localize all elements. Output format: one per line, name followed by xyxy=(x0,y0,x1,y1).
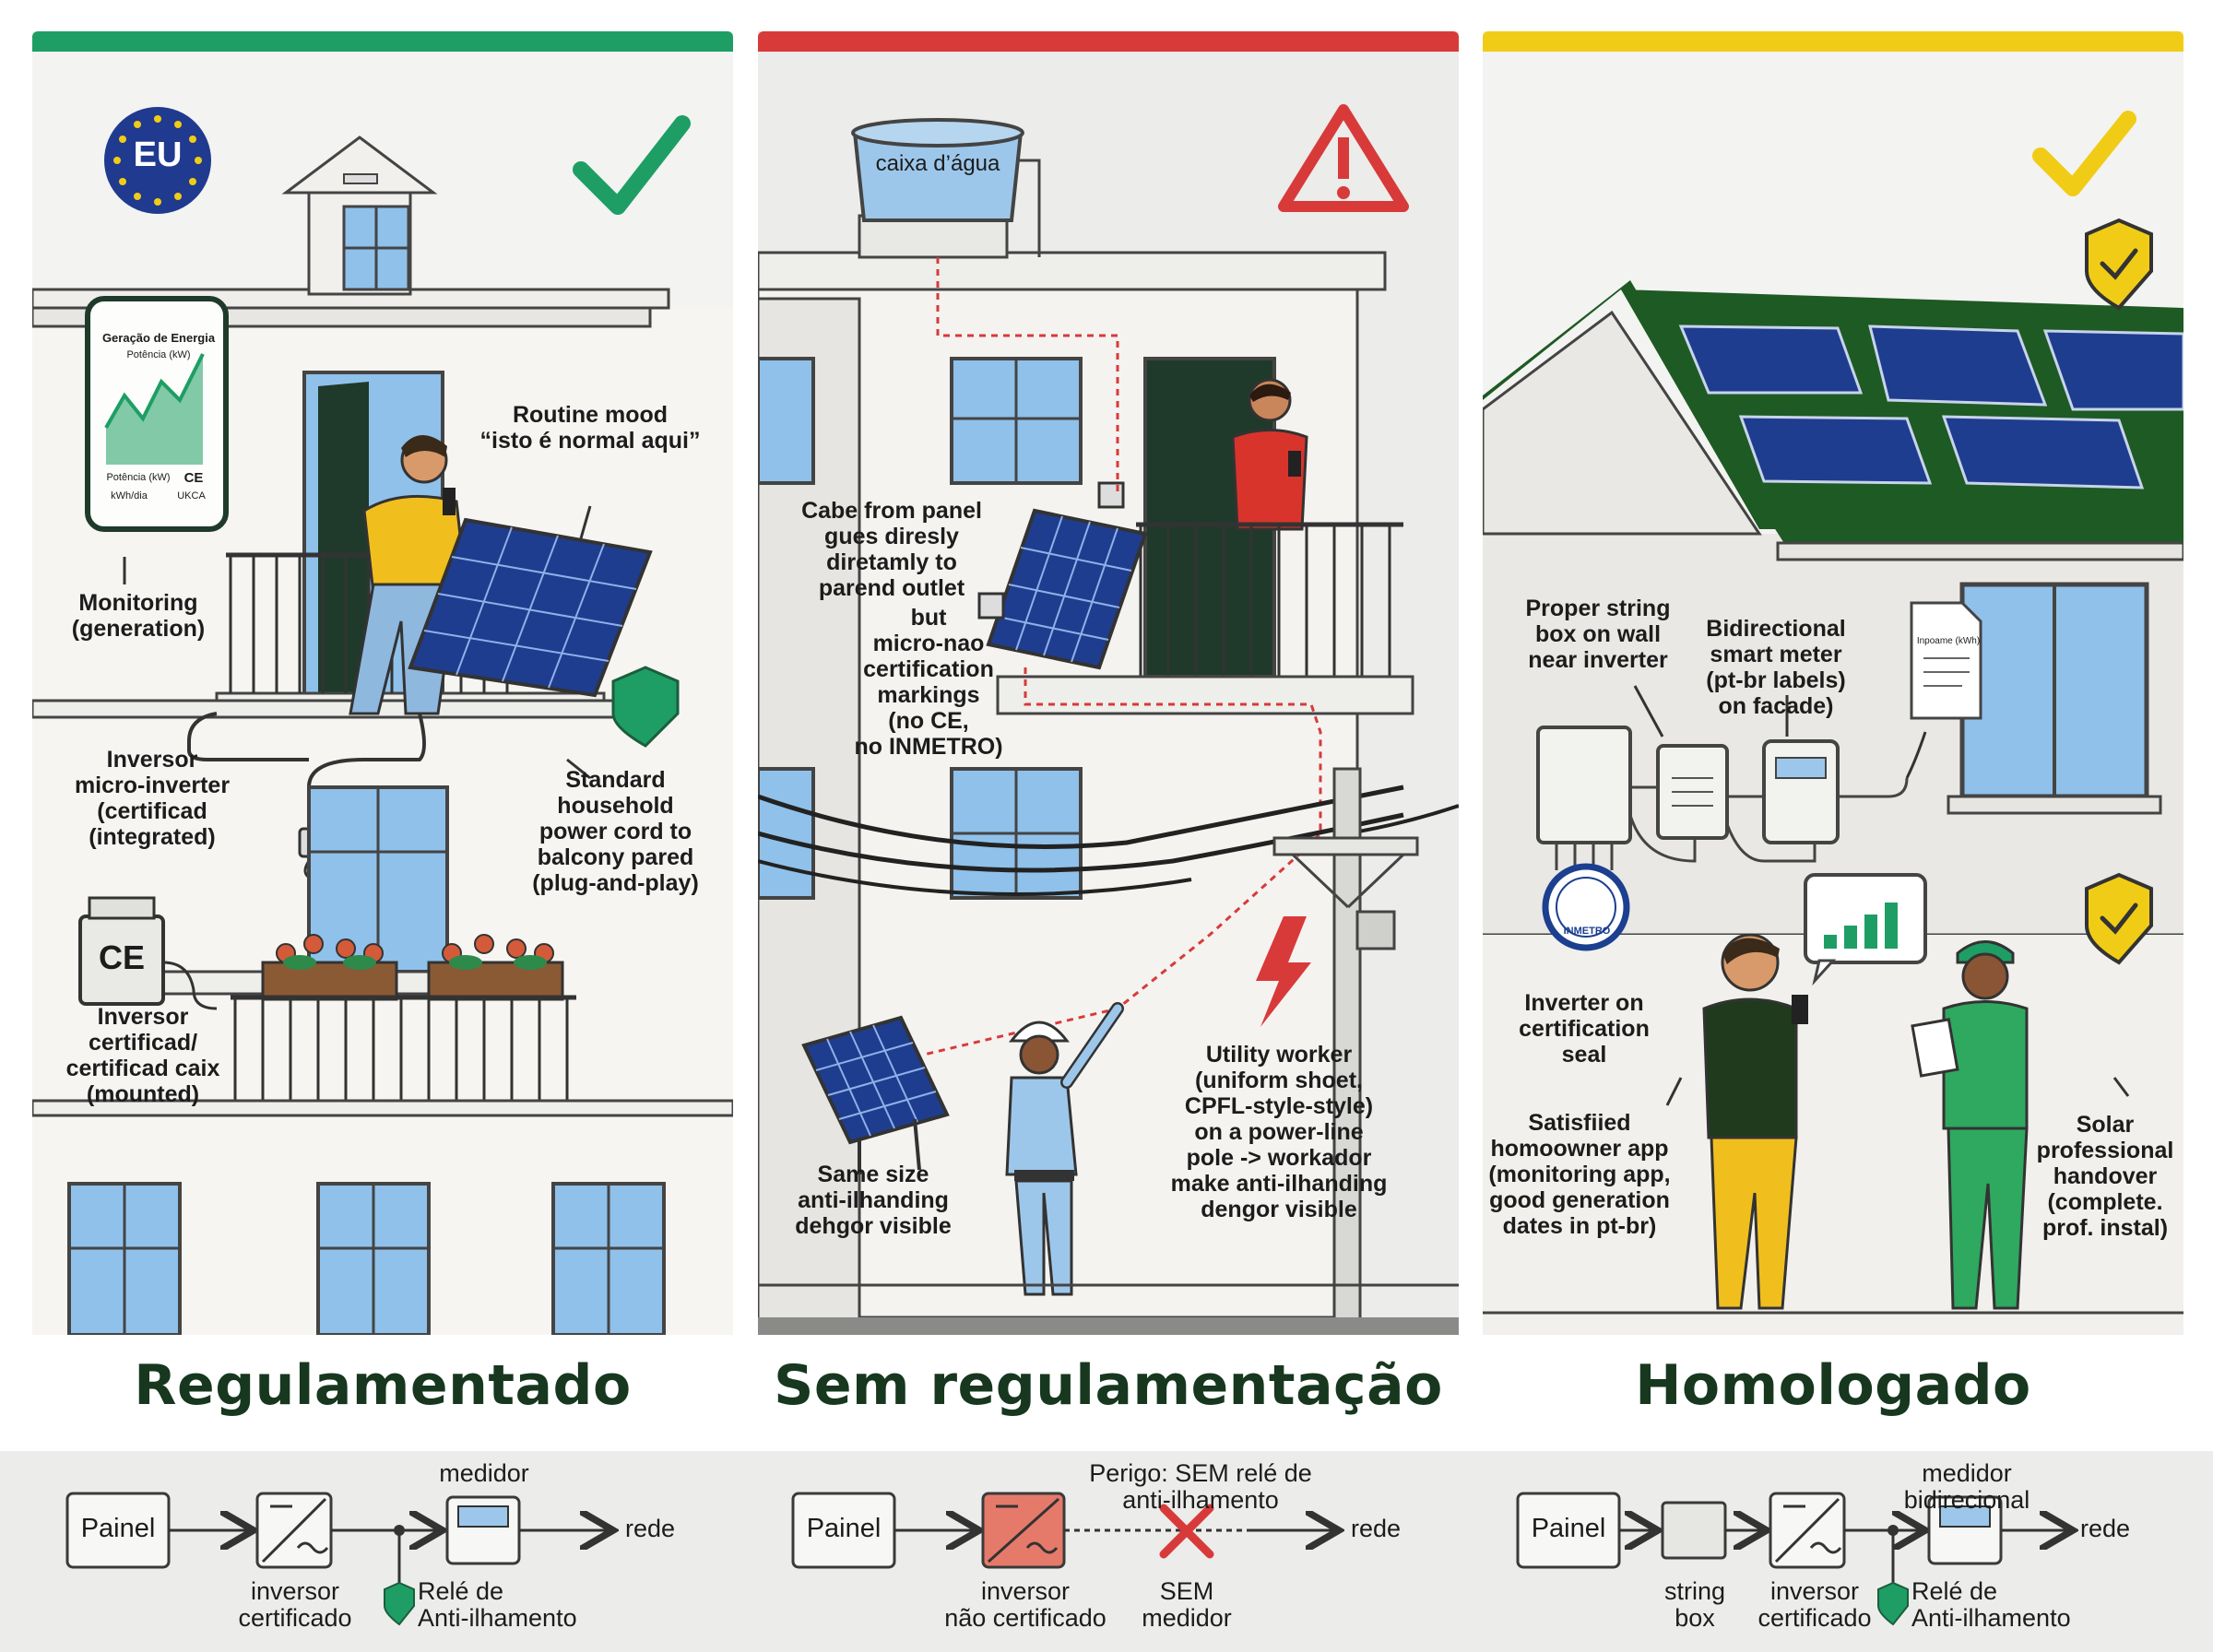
phone-subtitle: Potência (kW) xyxy=(126,349,191,360)
flow1-panel-box: Painel xyxy=(80,1514,156,1543)
phone-ukca-mark: UKCA xyxy=(177,490,206,502)
regulated-building-illustration xyxy=(32,107,733,1335)
title-regulated: Regulamentado xyxy=(134,1353,632,1418)
label-power-cord: Standard household power cord to balcony… xyxy=(532,767,699,896)
label-smart-meter: Bidirectional smart meter (pt-br labels)… xyxy=(1706,616,1846,719)
flow-regulated: Painel inversor certificado medidor rede… xyxy=(32,1451,733,1652)
flow3-meter-label: medidor bidirecional xyxy=(1903,1459,2030,1514)
ce-mark: CE xyxy=(98,938,145,976)
flow2-danger-label: Perigo: SEM relé de anti-ilhamento xyxy=(1089,1459,1312,1514)
label-same-size: Same size anti-ilhanding dehgor visible xyxy=(795,1162,952,1239)
panel-regulated: EU Geração de Energia Potência (kW) Potê… xyxy=(32,31,733,1335)
panel-status-bar-green xyxy=(32,31,733,52)
inmetro-seal-text: INMETRO xyxy=(1563,926,1611,937)
phone-line-1: Potência (kW) xyxy=(106,472,171,483)
flow-regulated-diagram xyxy=(65,1492,733,1626)
label-monitoring: Monitoring (generation) xyxy=(71,590,206,642)
flow1-grid-label: rede xyxy=(624,1515,676,1542)
warning-icon xyxy=(1278,104,1409,212)
doc-label: Inpoame (kWh) xyxy=(1916,636,1981,646)
label-inverter-mounted: Inversor certificad/ certificad caix (mo… xyxy=(65,1004,220,1107)
flow3-grid-label: rede xyxy=(2079,1515,2131,1542)
panel-status-bar-red xyxy=(758,31,1459,52)
flow1-relay-label: Relé de Anti-ilhamento xyxy=(418,1577,577,1632)
flow-unregulated-diagram xyxy=(791,1492,1459,1569)
label-cable-direct: Cabe from panel gues diresly diretamly t… xyxy=(801,498,982,601)
phone-ce-mark: CE xyxy=(183,470,204,486)
panel-status-bar-yellow xyxy=(1483,31,2183,52)
label-string-box: Proper string box on wall near inverter xyxy=(1525,596,1671,673)
eu-badge-text: EU xyxy=(133,136,183,174)
phone-title: Geração de Energia xyxy=(101,331,216,345)
label-professional: Solar professional handover (complete. p… xyxy=(2036,1112,2174,1241)
tank-label: caixa d’água xyxy=(875,151,1000,176)
flow3-panel-box: Painel xyxy=(1531,1514,1606,1543)
flow-homologated: Painel string box inversor certificado m… xyxy=(1483,1451,2183,1652)
label-utility-worker: Utility worker (uniform shoet, CPFL-styl… xyxy=(1170,1042,1388,1222)
title-unregulated: Sem regulamentação xyxy=(774,1353,1443,1418)
unregulated-building-illustration xyxy=(758,104,1459,1335)
check-icon-yellow xyxy=(2032,111,2136,196)
flow3-stringbox-label: string box xyxy=(1663,1577,1726,1632)
flow-unregulated: Painel inversor não certificado Perigo: … xyxy=(758,1451,1459,1652)
flow-homologated-diagram xyxy=(1516,1492,2183,1626)
phone-line-2: kWh/dia xyxy=(111,490,148,502)
check-icon xyxy=(573,115,691,215)
flow2-inverter-label: inversor não certificado xyxy=(944,1577,1106,1632)
flow2-panel-box: Painel xyxy=(806,1514,882,1543)
flow1-meter-label: medidor xyxy=(439,1459,529,1487)
homologated-house-illustration xyxy=(1483,111,2183,1335)
flow3-relay-label: Relé de Anti-ilhamento xyxy=(1911,1577,2071,1632)
panel-homologated: INMETRO Inpoame (kWh) Proper string box … xyxy=(1483,31,2183,1335)
flow2-grid-label: rede xyxy=(1350,1515,1402,1542)
label-inverter-integrated: Inversor micro-inverter (certificad (int… xyxy=(74,747,231,850)
flow2-no-meter-label: SEM medidor xyxy=(1142,1577,1232,1632)
title-homologated: Homologado xyxy=(1635,1353,2031,1418)
label-no-marking: but micro-nao certification markings (no… xyxy=(854,605,1003,760)
label-routine-mood: Routine mood “isto é normal aqui” xyxy=(479,402,701,454)
flow3-inverter-label: inversor certificado xyxy=(1757,1577,1872,1632)
panel-unregulated: caixa d’água Cabe from panel gues diresl… xyxy=(758,31,1459,1335)
flow1-inverter-label: inversor certificado xyxy=(238,1577,352,1632)
label-certification-seal: Inverter on certification seal xyxy=(1519,990,1650,1068)
label-homeowner: Satisfiied homoowner app (monitoring app… xyxy=(1488,1110,1671,1239)
